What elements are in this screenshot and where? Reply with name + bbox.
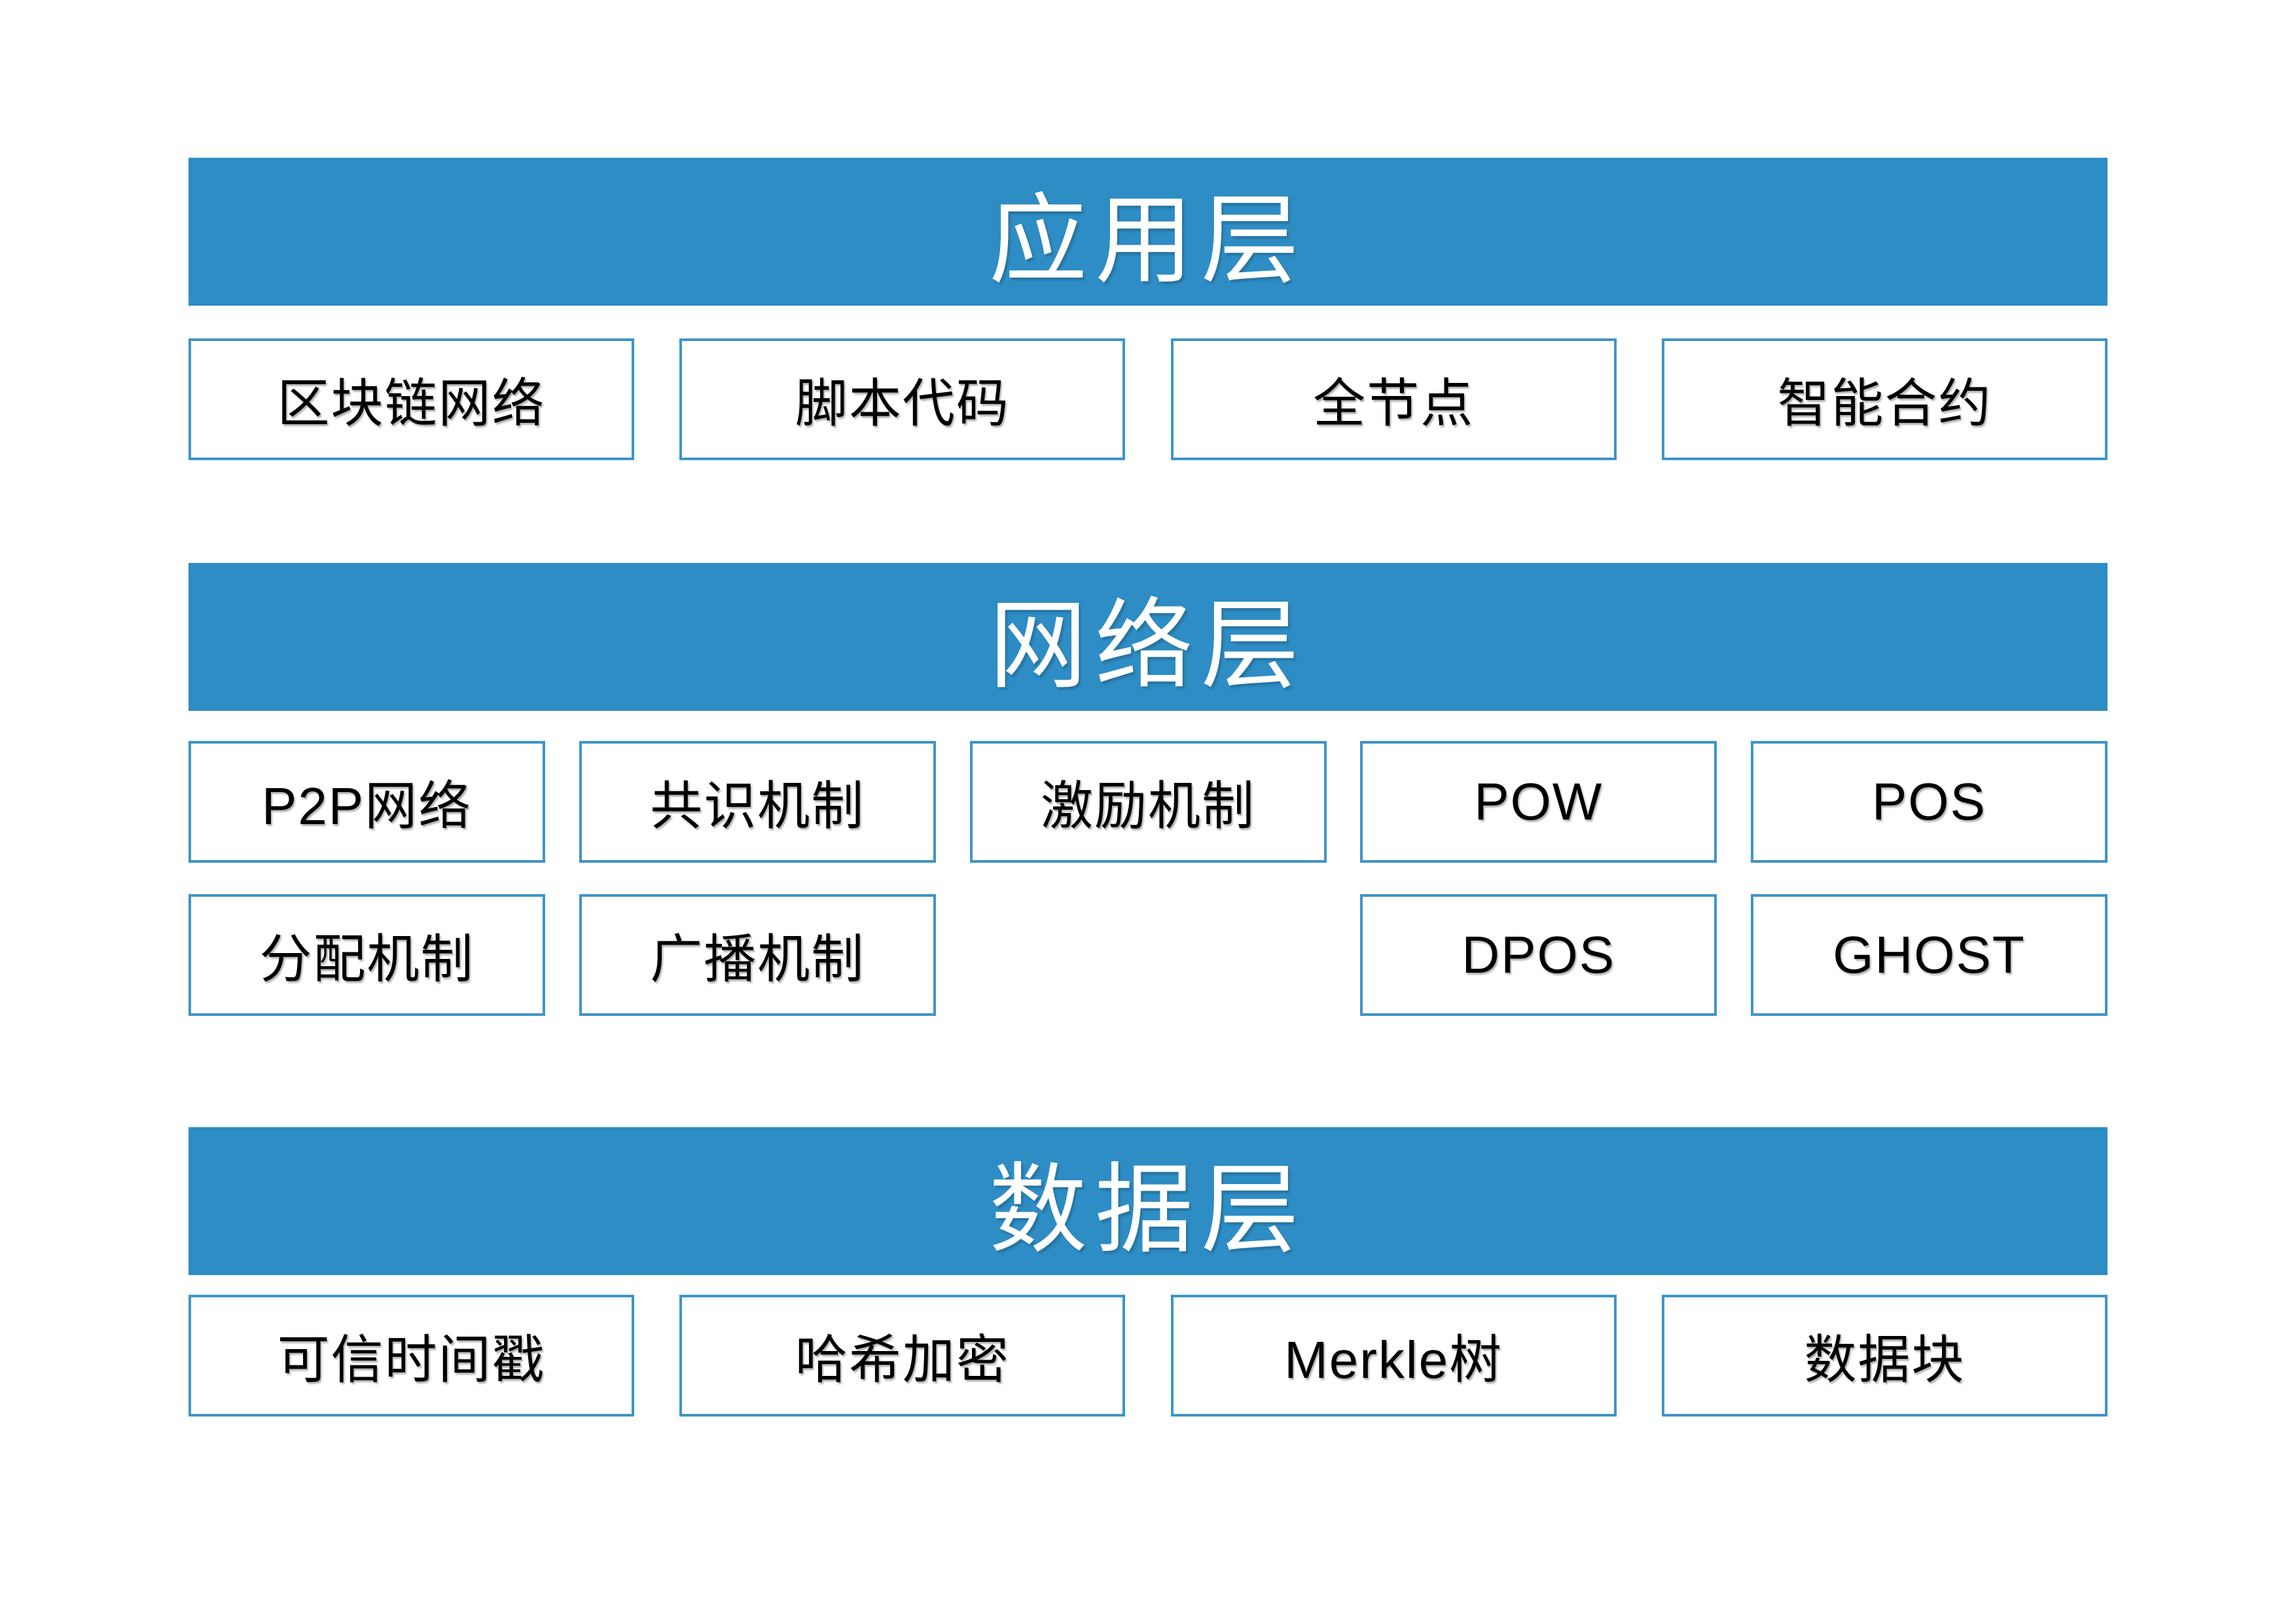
box-smart-contract: 智能合约 [1661, 338, 2108, 460]
layer-title-data: 数据层 [988, 1154, 1307, 1265]
box-allocation-mechanism: 分配机制 [188, 894, 545, 1016]
network-layer-row-1: P2P网络 共识机制 激励机制 POW POS [188, 741, 2108, 863]
layer-band-application: 应用层 [188, 158, 2108, 306]
box-ghost: GHOST [1751, 894, 2108, 1016]
box-trusted-timestamp: 可信时间戳 [188, 1295, 634, 1416]
layer-band-network: 网络层 [188, 563, 2108, 711]
network-layer-row-2: 分配机制 广播机制 DPOS GHOST [188, 894, 2108, 1016]
layer-title-application: 应用层 [988, 185, 1307, 295]
box-merkle-tree: Merkle树 [1170, 1295, 1617, 1416]
box-pow: POW [1360, 741, 1717, 863]
box-full-node: 全节点 [1170, 338, 1617, 460]
box-p2p-network: P2P网络 [188, 741, 545, 863]
box-pos: POS [1751, 741, 2108, 863]
application-layer-row: 区块链网络 脚本代码 全节点 智能合约 [188, 338, 2108, 460]
box-blockchain-network: 区块链网络 [188, 338, 634, 460]
box-script-code: 脚本代码 [679, 338, 1126, 460]
layer-title-network: 网络层 [988, 590, 1307, 700]
box-hash-encryption: 哈希加密 [679, 1295, 1126, 1416]
box-broadcast-mechanism: 广播机制 [579, 894, 936, 1016]
box-dpos: DPOS [1360, 894, 1717, 1016]
data-layer-row: 可信时间戳 哈希加密 Merkle树 数据块 [188, 1295, 2108, 1416]
layer-band-data: 数据层 [188, 1127, 2108, 1275]
box-data-block: 数据块 [1661, 1295, 2108, 1416]
box-incentive-mechanism: 激励机制 [969, 741, 1327, 863]
box-consensus-mechanism: 共识机制 [579, 741, 936, 863]
